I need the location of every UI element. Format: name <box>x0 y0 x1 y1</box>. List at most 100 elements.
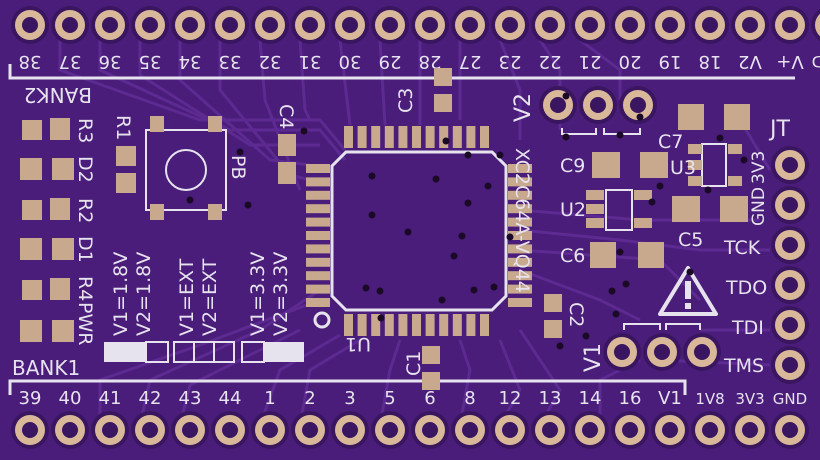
bottom-header-pins <box>11 411 809 449</box>
jtag-pin-pad[interactable] <box>771 266 809 304</box>
via <box>450 252 458 260</box>
solder-jumpers[interactable] <box>104 341 304 363</box>
top-header-pins <box>11 6 820 44</box>
top-pin-label: 30 <box>339 51 362 72</box>
via <box>376 287 384 295</box>
bottom-pin-pad[interactable] <box>91 411 129 449</box>
d1-pad <box>20 238 42 260</box>
via <box>686 268 694 276</box>
bottom-pin-pad[interactable] <box>291 411 329 449</box>
top-pin-pad[interactable] <box>371 6 409 44</box>
top-pin-pad[interactable] <box>91 6 129 44</box>
label-c5: C5 <box>678 229 703 251</box>
bottom-pin-pad[interactable] <box>251 411 289 449</box>
jtag-pin-pad[interactable] <box>771 306 809 344</box>
bottom-pin-label: 14 <box>579 388 602 409</box>
top-pin-pad[interactable] <box>811 6 820 44</box>
bottom-pin-label: 43 <box>179 388 202 409</box>
bottom-pin-pad[interactable] <box>451 411 489 449</box>
via <box>377 314 385 322</box>
jtag-pin-pad[interactable] <box>771 146 809 184</box>
top-pin-pad[interactable] <box>411 6 449 44</box>
label-d1: D1 <box>74 236 96 263</box>
top-pin-label: GND <box>812 52 820 71</box>
bottom-pin-pad[interactable] <box>331 411 369 449</box>
top-pin-pad[interactable] <box>211 6 249 44</box>
top-pin-label: 20 <box>619 51 642 72</box>
bottom-pin-label: 42 <box>139 388 162 409</box>
top-pin-pad[interactable] <box>11 6 49 44</box>
jtag-pin-pad[interactable] <box>771 186 809 224</box>
jtag-label-tms: TMS <box>723 355 764 377</box>
jtag-pin-pad[interactable] <box>771 226 809 264</box>
jumper-1v8[interactable] <box>104 342 146 362</box>
v1-pads <box>603 323 721 371</box>
via <box>636 113 644 121</box>
top-pin-pad[interactable] <box>451 6 489 44</box>
bottom-pin-pad[interactable] <box>611 411 649 449</box>
bottom-pin-pad[interactable] <box>411 411 449 449</box>
label-r2: R2 <box>74 198 96 223</box>
top-pin-pad[interactable] <box>691 6 729 44</box>
bottom-pin-pad[interactable] <box>211 411 249 449</box>
top-pin-pad[interactable] <box>571 6 609 44</box>
vcfg-1-line2: V2=1.8V <box>133 252 155 336</box>
top-pin-pad[interactable] <box>251 6 289 44</box>
top-pin-pad[interactable] <box>611 6 649 44</box>
vcfg-3-line1: V1=3.3V <box>247 252 269 336</box>
c7-pad-right <box>724 104 750 130</box>
bottom-pin-pad[interactable] <box>731 411 769 449</box>
c5-pad-left <box>672 196 700 222</box>
bottom-pin-pad[interactable] <box>691 411 729 449</box>
via <box>608 287 616 295</box>
c1-pad-top <box>422 346 440 364</box>
push-button[interactable] <box>145 116 227 220</box>
bottom-pin-pad[interactable] <box>51 411 89 449</box>
jtag-header <box>771 146 809 384</box>
top-pin-label: 29 <box>379 51 402 72</box>
jtag-pin-pad[interactable] <box>771 346 809 384</box>
top-pin-pad[interactable] <box>171 6 209 44</box>
label-v2: V2 <box>511 93 536 122</box>
bottom-pin-pad[interactable] <box>491 411 529 449</box>
c9-pad-right <box>640 152 668 178</box>
top-pin-label: 37 <box>59 51 82 72</box>
c2-pad-bottom <box>544 320 562 338</box>
top-pin-pad[interactable] <box>771 6 809 44</box>
c1-pad-bottom <box>422 372 440 390</box>
top-pin-pad[interactable] <box>531 6 569 44</box>
bottom-pin-pad[interactable] <box>771 411 809 449</box>
top-pin-pad[interactable] <box>491 6 529 44</box>
top-pin-label: V2 <box>738 51 762 72</box>
top-pin-pad[interactable] <box>331 6 369 44</box>
bottom-pin-pad[interactable] <box>171 411 209 449</box>
top-pin-pad[interactable] <box>131 6 169 44</box>
via <box>740 156 748 164</box>
jtag-label-tck: TCK <box>723 237 761 259</box>
bottom-pin-pad[interactable] <box>11 411 49 449</box>
top-pin-pad[interactable] <box>51 6 89 44</box>
bottom-pin-pad[interactable] <box>571 411 609 449</box>
via <box>464 199 472 207</box>
top-pin-label: 19 <box>659 51 682 72</box>
via <box>438 296 446 304</box>
bottom-pin-pad[interactable] <box>651 411 689 449</box>
bottom-pin-pad[interactable] <box>371 411 409 449</box>
vias <box>186 92 748 350</box>
via <box>362 284 370 292</box>
bottom-pin-label: 8 <box>464 388 475 409</box>
top-pin-pad[interactable] <box>651 6 689 44</box>
top-pin-pad[interactable] <box>291 6 329 44</box>
warning-triangle-icon <box>658 266 718 316</box>
r1-pad-bottom <box>116 173 136 193</box>
bottom-pin-pad[interactable] <box>531 411 569 449</box>
bottom-pin-pad[interactable] <box>131 411 169 449</box>
top-pin-label: 31 <box>299 51 322 72</box>
jtag-label-3v3: 3V3 <box>749 151 769 184</box>
via <box>236 148 244 156</box>
top-pin-pad[interactable] <box>731 6 769 44</box>
label-u2: U2 <box>560 199 586 221</box>
bottom-pin-label: V1 <box>658 388 682 409</box>
c3-pad-bottom <box>434 94 452 112</box>
